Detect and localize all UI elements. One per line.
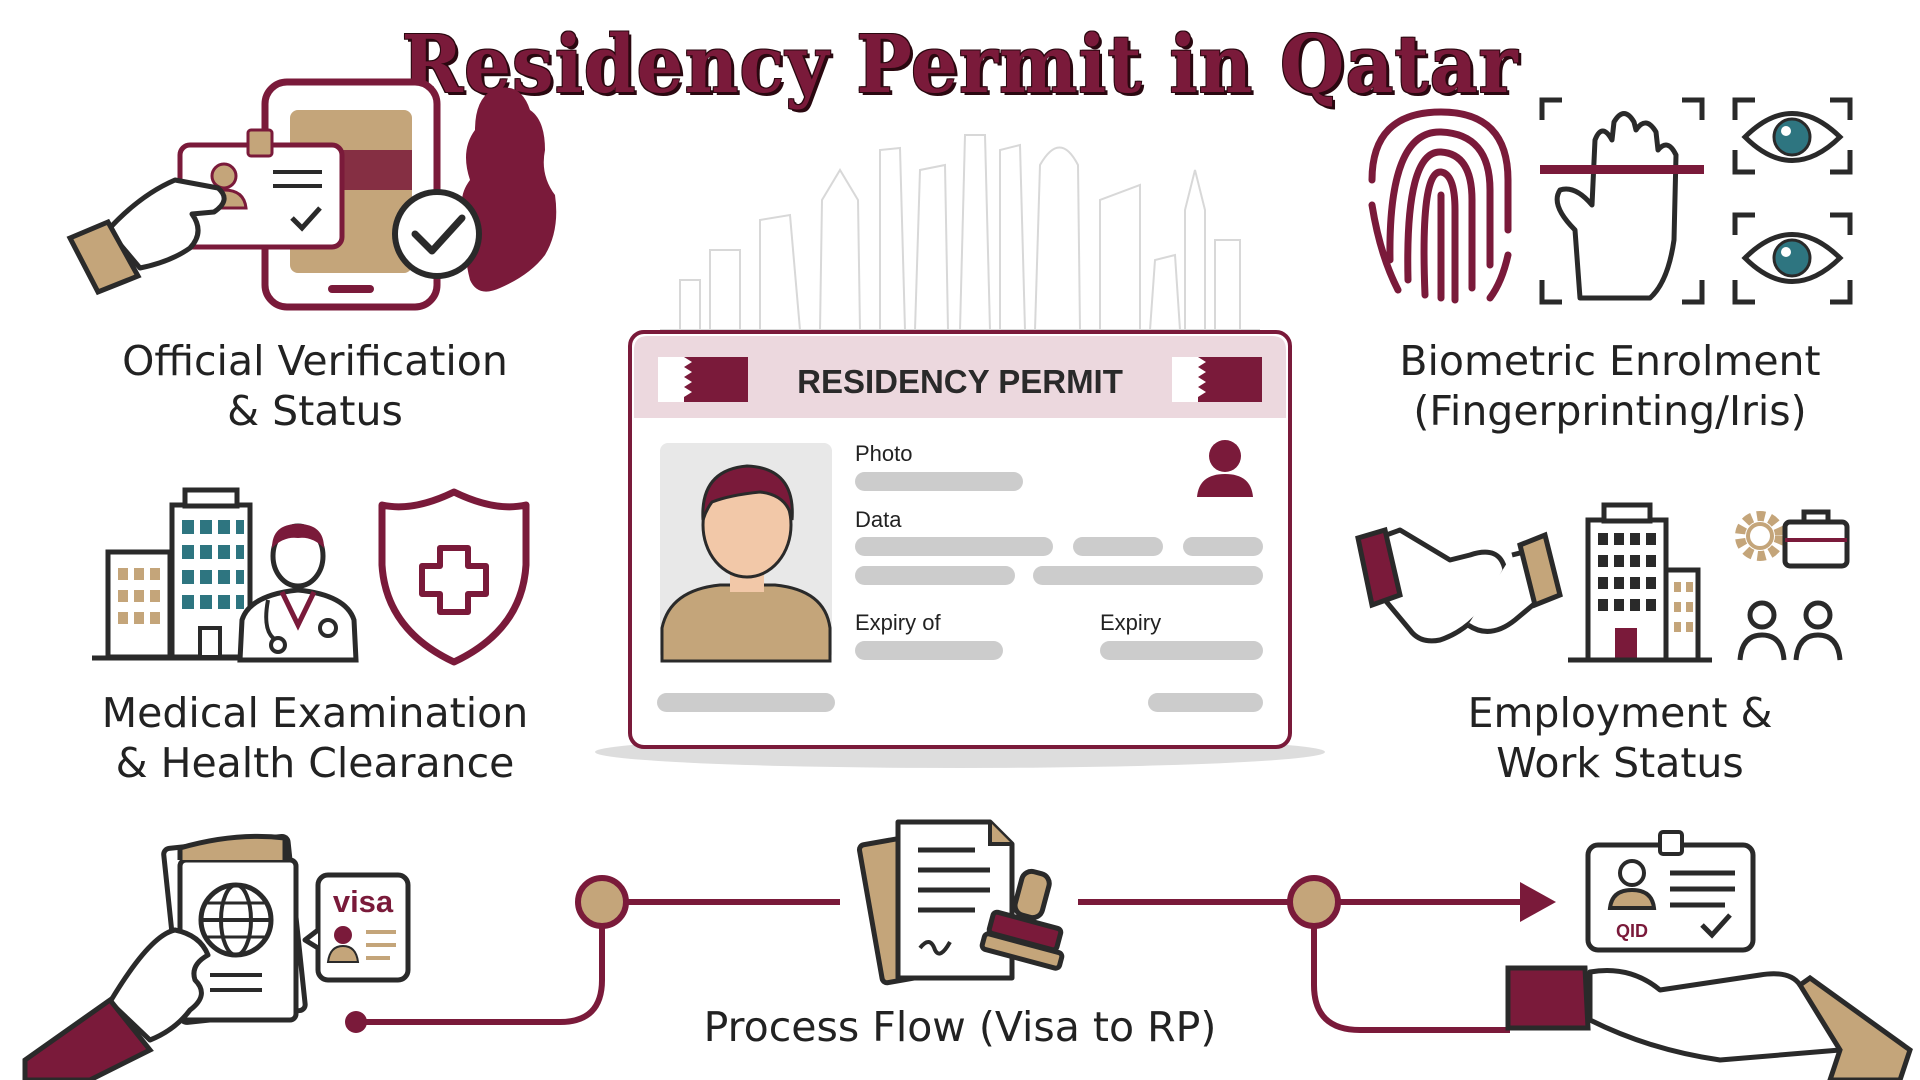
open-hand-icon (1505, 965, 1913, 1080)
section-label-employment: Employment & Work Status (1420, 688, 1820, 788)
photo-label: Photo (855, 441, 913, 466)
documents-stamp-icon (856, 819, 1065, 986)
id-card-icon (177, 128, 345, 250)
page-title: Residency Permit in Qatar (401, 18, 1519, 112)
data-label: Data (855, 507, 902, 532)
check-icon (392, 189, 482, 279)
qid-card-icon: QID (1585, 830, 1756, 953)
passport-icon (161, 833, 308, 1025)
qid-text: QID (1616, 921, 1648, 941)
visa-tag-icon: visa (302, 872, 411, 983)
qatar-map-icon (461, 87, 557, 292)
people-icon (1737, 600, 1843, 661)
buildings-icon (92, 487, 260, 661)
flow-node (575, 875, 629, 929)
expiry-of-label: Expiry of (855, 610, 941, 635)
verification-line2: & Status (227, 387, 403, 435)
hand-icon (22, 927, 211, 1080)
eye-icon (1732, 97, 1853, 175)
hand-scan-icon (1539, 97, 1705, 305)
qatar-flag-icon (658, 357, 748, 402)
expiry-label: Expiry (1100, 610, 1161, 635)
employment-line1: Employment & (1467, 689, 1773, 737)
skyline-icon (660, 134, 1260, 331)
residency-permit-card: RESIDENCY PERMIT Photo Data Expiry of Ex… (595, 330, 1325, 768)
hand-icon (66, 177, 227, 296)
card-header: RESIDENCY PERMIT (797, 363, 1123, 400)
visa-text: visa (333, 884, 394, 919)
process-flow-label: Process Flow (Visa to RP) (703, 1003, 1217, 1051)
person-icon (1197, 440, 1253, 497)
employment-line2: Work Status (1496, 739, 1744, 787)
fingerprint-icon (1368, 108, 1512, 304)
eye-icon (1732, 212, 1853, 305)
shield-icon (378, 488, 530, 666)
flow-start-dot (345, 1011, 367, 1033)
medical-line1: Medical Examination (101, 689, 529, 737)
medical-line2: & Health Clearance (115, 739, 515, 787)
section-label-biometric: Biometric Enrolment (Fingerprinting/Iris… (1350, 336, 1870, 436)
section-label-medical: Medical Examination & Health Clearance (60, 688, 570, 788)
briefcase-icon (1782, 509, 1850, 569)
gear-icon (1735, 511, 1785, 561)
handshake-icon (1355, 526, 1563, 644)
biometric-line2: (Fingerprinting/Iris) (1413, 387, 1807, 435)
biometric-line1: Biometric Enrolment (1399, 337, 1821, 385)
flow-node (1287, 875, 1341, 929)
flow-connector (356, 899, 1528, 1033)
section-label-verification: Official Verification & Status (80, 336, 550, 436)
arrow-right-icon (1520, 882, 1556, 922)
qatar-flag-icon (1172, 357, 1262, 402)
portrait-photo (660, 443, 832, 663)
doctor-icon (237, 523, 359, 663)
verification-line1: Official Verification (122, 337, 508, 385)
office-building-icon (1568, 502, 1712, 663)
